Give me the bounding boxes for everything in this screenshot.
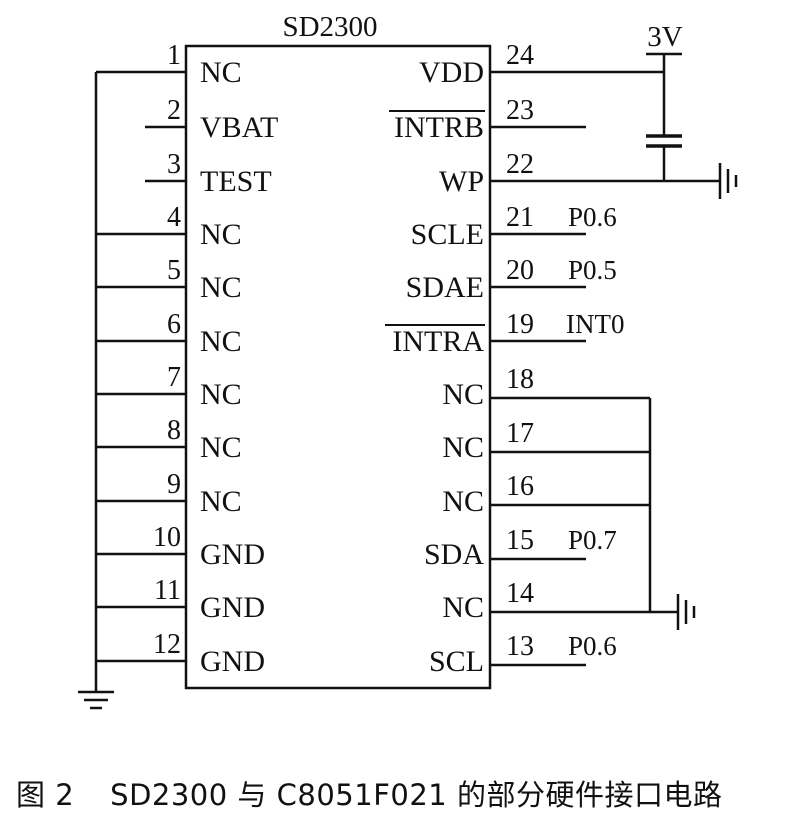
pin-name: NC [200,485,242,518]
nc-ground-icon [676,594,696,630]
pin-name: GND [200,645,265,678]
left-pin-numbers: 1 2 3 4 5 6 7 8 9 10 11 12 [153,40,181,660]
pin-name: GND [200,538,265,571]
net-label-sda: P0.7 [568,525,617,555]
pin-number: 19 [506,309,534,340]
pin-name: NC [442,485,484,518]
pin-name: INTRA [392,325,484,358]
pin-name: INTRB [394,111,484,144]
pin-number: 13 [506,631,534,662]
pin-name: GND [200,591,265,624]
pin-number: 21 [506,202,534,233]
pin-number: 6 [167,309,181,340]
figure-title: SD2300 与 C8051F021 的部分硬件接口电路 [110,778,723,812]
pin-name: VDD [419,56,484,89]
right-pin-names: VDD INTRB WP SCLE SDAE INTRA NC NC NC SD… [385,56,485,678]
pin-number: 10 [153,522,181,553]
pin-name: WP [439,165,484,198]
pin-number: 20 [506,255,534,286]
pin-number: 12 [153,629,181,660]
pin-number: 9 [167,469,181,500]
pin-number: 4 [167,202,181,233]
pin-number: 16 [506,471,534,502]
pin-name: NC [442,378,484,411]
pin-name: NC [200,431,242,464]
pin-name: NC [200,56,242,89]
pin-number: 23 [506,95,534,126]
left-pin-stubs [94,70,186,692]
pin-name: VBAT [200,111,278,144]
pin-number: 15 [506,525,534,556]
pin-name: SDAE [406,271,484,304]
pin-name: SCLE [411,218,484,251]
net-label-sdae: P0.5 [568,255,617,285]
pin-name: SCL [429,645,484,678]
net-label-scl: P0.6 [568,631,617,661]
pin-number: 22 [506,149,534,180]
pin-number: 1 [167,40,181,71]
right-pin-stubs [490,70,720,667]
net-label-scle: P0.6 [568,202,617,232]
pin-number: 17 [506,418,534,449]
pin-name: NC [200,218,242,251]
pin-number: 8 [167,415,181,446]
pin-number: 7 [167,362,181,393]
pin-number: 5 [167,255,181,286]
wp-ground-icon [718,163,738,199]
chip-body [184,44,492,690]
schematic-diagram: SD2300 1 2 3 4 5 6 7 8 9 10 11 12 [78,11,738,710]
pin-number: 11 [154,575,181,606]
chip-title: SD2300 [282,11,377,43]
pin-name: NC [200,378,242,411]
pin-name: NC [442,431,484,464]
net-label-intra: INT0 [566,309,624,339]
supply-circuit: 3V [646,21,683,181]
pin-number: 3 [167,149,181,180]
pin-number: 14 [506,578,534,609]
pin-number: 18 [506,364,534,395]
pin-name: SDA [424,538,484,571]
pin-number: 24 [506,40,534,71]
pin-name: TEST [200,165,272,198]
net-labels: P0.6 P0.5 INT0 P0.7 P0.6 [566,202,624,661]
pin-name: NC [442,591,484,624]
left-ground-icon [78,690,114,710]
pin-number: 2 [167,95,181,126]
figure-number: 图 2 [16,778,75,812]
left-pin-names: NC VBAT TEST NC NC NC NC NC NC GND GND G… [200,56,278,678]
pin-name: NC [200,325,242,358]
right-pin-numbers: 24 23 22 21 20 19 18 17 16 15 14 13 [506,40,534,662]
pin-name: NC [200,271,242,304]
figure-caption: 图 2 SD2300 与 C8051F021 的部分硬件接口电路 [16,772,811,814]
supply-label: 3V [647,21,683,53]
